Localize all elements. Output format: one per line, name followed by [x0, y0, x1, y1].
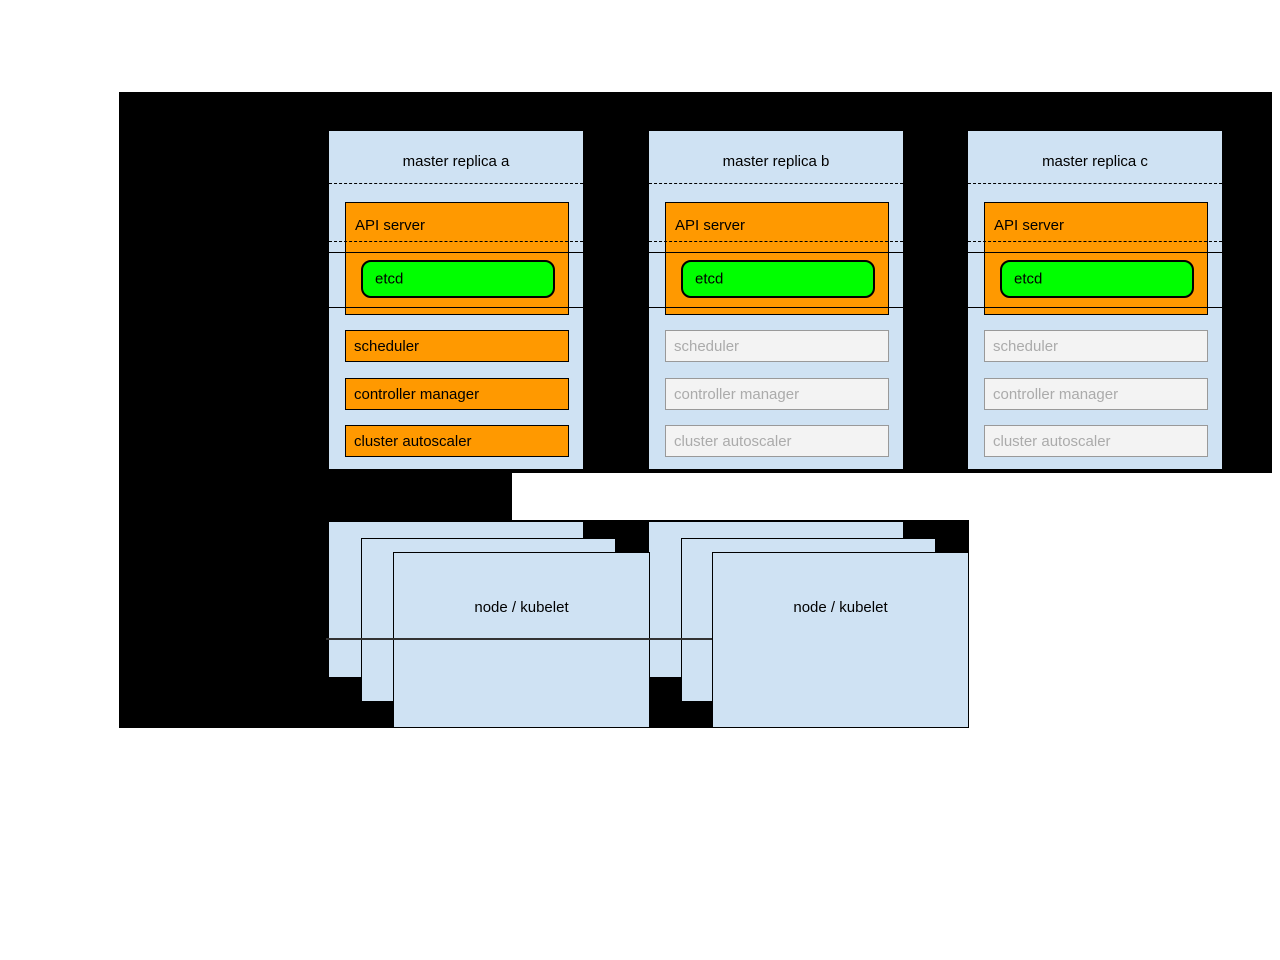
- master-replica-c-box: master replica c API server etcd schedul…: [967, 130, 1223, 470]
- api-server-box: API server etcd: [984, 202, 1208, 315]
- api-server-label: API server: [355, 217, 426, 234]
- node-label: node / kubelet: [793, 599, 888, 616]
- solid-divider-2: [968, 307, 1222, 308]
- node-box-front: node / kubelet: [712, 552, 969, 728]
- solid-divider-2: [649, 307, 903, 308]
- etcd-label: etcd: [695, 270, 724, 288]
- etcd-label: etcd: [1014, 270, 1043, 288]
- solid-divider-1: [329, 252, 583, 253]
- cluster-autoscaler-box: cluster autoscaler: [984, 425, 1208, 457]
- scheduler-box: scheduler: [665, 330, 889, 362]
- master-replica-title: master replica a: [402, 153, 510, 170]
- dashed-divider-1: [649, 183, 903, 184]
- dashed-divider-2: [649, 241, 903, 242]
- controller-manager-box: controller manager: [345, 378, 569, 410]
- dashed-divider-2: [968, 241, 1222, 242]
- etcd-box: etcd: [361, 260, 555, 298]
- etcd-box: etcd: [1000, 260, 1194, 298]
- node-connector-line: [326, 638, 712, 640]
- controller-manager-box: controller manager: [984, 378, 1208, 410]
- node-box-front: node / kubelet: [393, 552, 650, 728]
- solid-divider-2: [329, 307, 583, 308]
- scheduler-box: scheduler: [345, 330, 569, 362]
- cluster-autoscaler-box: cluster autoscaler: [345, 425, 569, 457]
- scheduler-box: scheduler: [984, 330, 1208, 362]
- etcd-box: etcd: [681, 260, 875, 298]
- solid-divider-1: [968, 252, 1222, 253]
- master-replica-title: master replica c: [1042, 153, 1148, 170]
- dashed-divider-2: [329, 241, 583, 242]
- dashed-divider-1: [968, 183, 1222, 184]
- api-server-label: API server: [994, 217, 1065, 234]
- master-replica-title: master replica b: [722, 153, 830, 170]
- dashed-divider-1: [329, 183, 583, 184]
- solid-divider-1: [649, 252, 903, 253]
- etcd-label: etcd: [375, 270, 404, 288]
- api-server-box: API server etcd: [345, 202, 569, 315]
- master-replica-b-box: master replica b API server etcd schedul…: [648, 130, 904, 470]
- node-label: node / kubelet: [474, 599, 569, 616]
- background-left: [119, 473, 512, 520]
- api-server-label: API server: [675, 217, 746, 234]
- cluster-autoscaler-box: cluster autoscaler: [665, 425, 889, 457]
- controller-manager-box: controller manager: [665, 378, 889, 410]
- api-server-box: API server etcd: [665, 202, 889, 315]
- master-replica-a-box: master replica a API server etcd schedul…: [328, 130, 584, 470]
